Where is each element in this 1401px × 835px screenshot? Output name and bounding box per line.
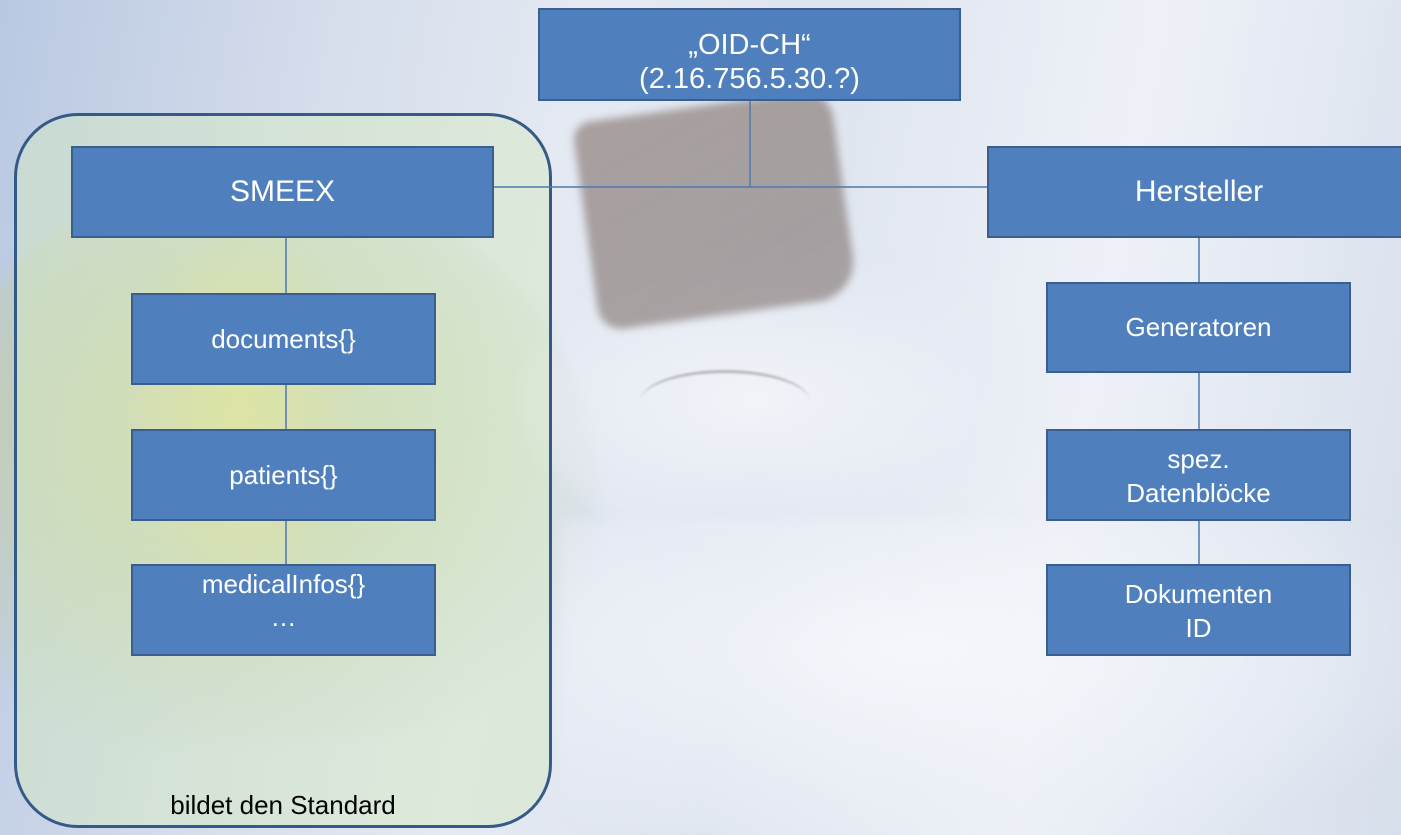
node-smeex-label: SMEEX xyxy=(229,175,336,208)
node-medical-infos-label: medicalInfos{} … xyxy=(201,569,366,632)
node-patients-label: patients{} xyxy=(229,459,338,490)
node-generatoren-label: Generatoren xyxy=(1125,312,1272,342)
node-oid-ch-label: „OID-CH“ (2.16.756.5.30.?) xyxy=(639,29,860,95)
node-dokumenten-id-label: Dokumenten ID xyxy=(1124,579,1273,643)
node-oid-ch: „OID-CH“ (2.16.756.5.30.?) xyxy=(538,8,961,101)
node-hersteller-label: Hersteller xyxy=(1134,175,1264,208)
node-datenbloecke: spez. Datenblöcke xyxy=(1046,429,1351,521)
node-generatoren: Generatoren xyxy=(1046,282,1351,373)
node-hersteller: Hersteller xyxy=(987,146,1401,238)
standard-group-caption: bildet den Standard xyxy=(170,790,396,820)
node-dokumenten-id: Dokumenten ID xyxy=(1046,564,1351,656)
node-medical-infos: medicalInfos{} … xyxy=(131,564,436,656)
node-documents: documents{} xyxy=(131,293,436,385)
node-patients: patients{} xyxy=(131,429,436,521)
node-datenbloecke-label: spez. Datenblöcke xyxy=(1126,444,1271,508)
node-documents-label: documents{} xyxy=(211,323,356,354)
node-smeex: SMEEX xyxy=(71,146,494,238)
